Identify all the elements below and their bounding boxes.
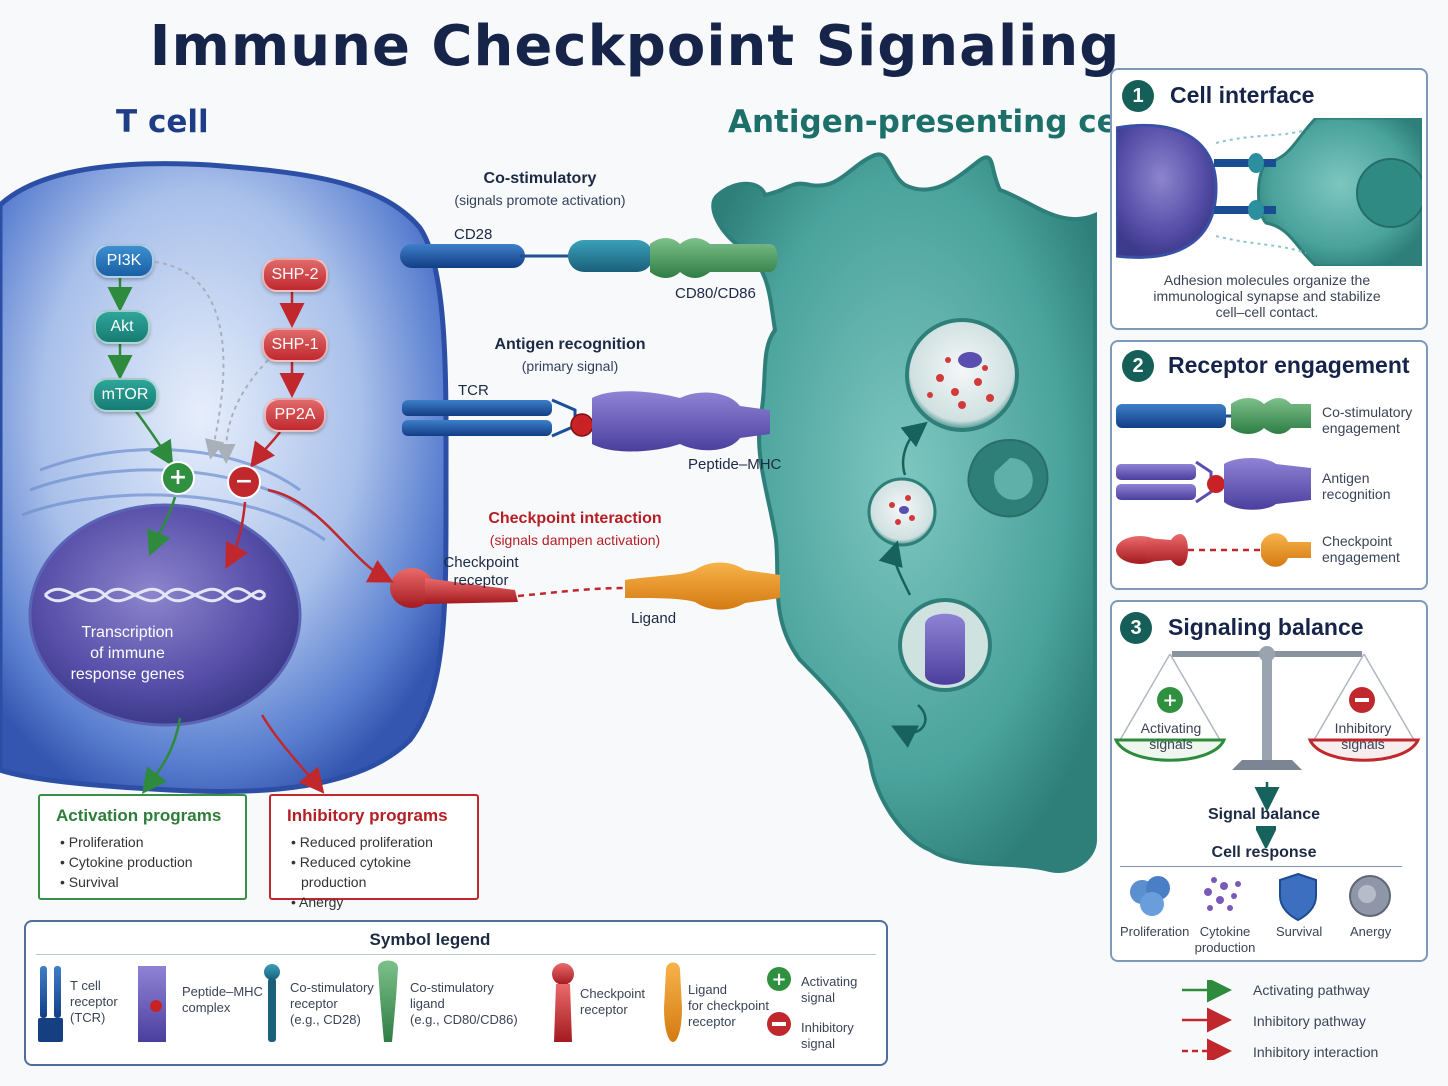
page-title: Immune Checkpoint Signaling [149,14,1121,79]
dna-icon [43,587,267,603]
interface-illustration [1116,118,1422,266]
svg-text:+: + [1162,690,1177,711]
tcr-label: TCR [458,382,489,399]
legend-inhibitory-interaction: Inhibitory interaction [1253,1044,1379,1060]
panel2-number: 2 [1122,350,1154,382]
outcome-anergy-label: Anergy [1350,924,1392,939]
mtor-node: mTOR [92,378,158,412]
cd28-label: CD28 [454,226,493,243]
inhibitory-programs-box: Inhibitory programs Reduced proliferatio… [269,794,479,910]
anergy-icon [1349,875,1391,917]
pi3k-node: PI3K [94,244,154,278]
panel3-number: 3 [1120,612,1152,644]
legend-inhibitory-pathway: Inhibitory pathway [1253,1013,1366,1029]
list-item: Reduced proliferation [300,832,461,852]
cell-response-label: Cell response [1211,844,1317,861]
list-item: Cytokine production [69,852,229,872]
list-item: Anergy [299,892,461,912]
costim-subtitle: (signals promote activation) [454,192,626,208]
panel1-title: Cell interface [1170,82,1315,108]
list-item: Proliferation [69,832,229,852]
vesicle-large [905,318,1019,432]
costim-receptor-icon [264,964,280,1042]
panel-cell-interface: 1 Cell interface Adhesion molecules orga… [1110,68,1428,330]
panel3-title: Signaling balance [1168,614,1364,640]
cd80-label: CD80/CD86 [675,285,756,302]
akt-node: Akt [94,310,150,344]
proliferation-icon [1130,876,1170,916]
inhibitory-programs-title: Inhibitory programs [287,806,448,825]
costim-title: Co-stimulatory [483,170,597,187]
activating-signal-icon: + [767,967,791,991]
legend-icons: + [38,960,791,1042]
outcome-survival-label: Survival [1276,924,1323,939]
checkpoint-receptor-icon [552,963,574,1042]
inhibitory-signal-icon [767,1012,791,1036]
plus-icon: + [168,465,188,490]
pmhc-label: Peptide–MHC [688,456,782,473]
ligand-icon [664,962,682,1042]
pmhc-icon [138,966,166,1042]
shp2-node: SHP-2 [262,258,328,292]
panel2-title: Receptor engagement [1168,352,1410,378]
inhibitory-node [227,465,261,499]
outcome-icons [1130,872,1391,922]
apc-title: Antigen-presenting cell [728,104,1139,140]
legend-title: Symbol legend [369,930,491,949]
survival-icon [1279,872,1317,922]
list-item: Reduced cytokine production [300,852,461,892]
ligand-label: Ligand [631,610,677,627]
outcome-proliferation-label: Proliferation [1120,924,1190,939]
list-item: Survival [69,872,229,892]
signal-balance-label: Signal balance [1207,806,1321,823]
shp1-node: SHP-1 [262,328,328,362]
arrow-legend-icons [1182,980,1232,1060]
tcell-title: T cell [116,104,209,140]
panel1-number: 1 [1122,80,1154,112]
activation-programs-box: Activation programs Proliferation Cytoki… [38,794,247,900]
checkpoint-title: Checkpoint interaction [488,510,662,527]
tcr-icon [38,966,63,1042]
antigen-subtitle: (primary signal) [521,358,619,374]
minus-icon: − [234,469,254,494]
costim-ligand-icon [378,960,398,1042]
nucleus [28,503,302,727]
antigen-title: Antigen recognition [494,336,646,353]
cytokine-icon [1204,877,1241,911]
svg-text:+: + [771,969,786,990]
pp2a-node: PP2A [264,398,326,432]
activation-programs-title: Activation programs [56,806,222,825]
activating-node [161,461,195,495]
engagement-illustration [1116,398,1311,567]
checkpoint-subtitle: (signals dampen activation) [489,532,661,548]
legend-activating-pathway: Activating pathway [1253,982,1370,998]
balance-scale-illustration: + [1113,646,1421,812]
